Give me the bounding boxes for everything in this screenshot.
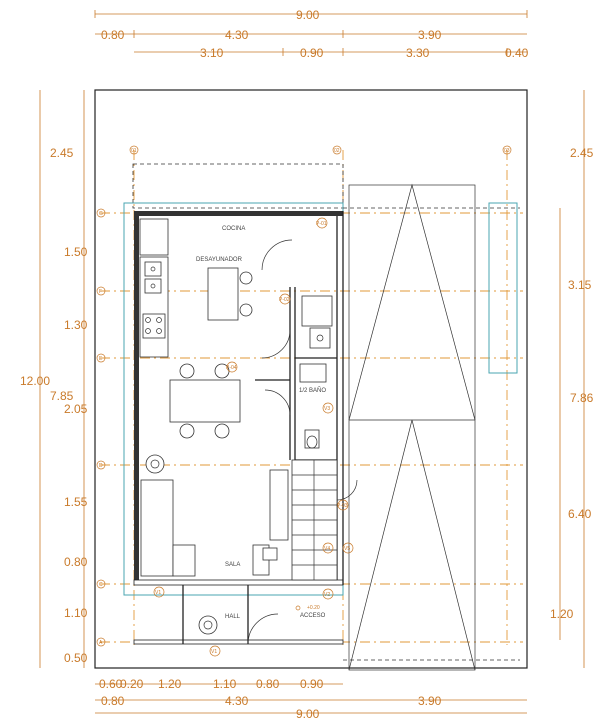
bottom-dim-080: 0.80: [256, 677, 280, 691]
left-dim-205: 2.05: [64, 402, 88, 416]
axis-e-label: E: [99, 356, 103, 362]
right-dim-315: 3.15: [568, 278, 592, 292]
axis-bubbles: G F E D C A 01 02 03: [96, 145, 512, 647]
left-dim-080: 0.80: [64, 555, 88, 569]
right-dim-786: 7.86: [570, 391, 594, 405]
left-dim-245: 2.45: [50, 146, 74, 160]
left-dim-050: 0.50: [64, 651, 88, 665]
left-dimensions: 2.45 12.00 7.85 1.50 1.30 2.05 1.55 0.80…: [20, 90, 88, 668]
left-dim-150: 1.50: [64, 245, 88, 259]
top-dim-b: 4.30: [225, 28, 249, 42]
bottom-dim-080b: 0.80: [101, 694, 125, 708]
room-label-hall: HALL: [225, 614, 241, 620]
axis-a-label: A: [99, 640, 103, 646]
staircase: [269, 459, 338, 581]
top-dim-d: 3.10: [200, 46, 224, 60]
window-tag-v4: V4: [324, 546, 330, 552]
right-dimensions: 2.45 7.86 3.15 6.40 1.20: [550, 90, 594, 668]
top-dim-a: 0.80: [101, 28, 125, 42]
room-label-breakfast: DESAYUNADOR: [196, 257, 243, 263]
bottom-dim-430: 4.30: [225, 694, 249, 708]
bottom-dim-060: 0.60: [99, 677, 123, 691]
bottom-dim-020: 0.20: [120, 677, 144, 691]
right-dim-120: 1.20: [550, 607, 574, 621]
top-dim-f: 3.30: [406, 46, 430, 60]
bottom-dim-090: 0.90: [300, 677, 324, 691]
axis-d-label: D: [99, 463, 103, 469]
kitchen: COCINA DESAYUNADOR: [139, 218, 333, 358]
door-swings: [247, 239, 358, 645]
top-dimensions: 9.00 0.80 4.30 3.90 3.10 0.90 3.30 0.40: [94, 8, 529, 60]
left-dim-1200: 12.00: [20, 374, 50, 388]
top-dim-c: 3.90: [418, 28, 442, 42]
bottom-dim-120: 1.20: [158, 677, 182, 691]
window-tag-v2: V2: [324, 592, 330, 598]
right-dim-640: 6.40: [568, 507, 592, 521]
door-tag-p03: P-03: [337, 503, 348, 509]
axis-01-label: 01: [131, 148, 137, 154]
axis-g-label: G: [99, 211, 103, 217]
left-dim-785: 7.85: [50, 389, 74, 403]
room-label-living: SALA: [225, 562, 240, 568]
half-bath: 1/2 BAÑO: [299, 363, 327, 449]
bottom-dimensions: 0.60 0.20 1.20 1.10 0.80 0.90 0.80 4.30 …: [95, 677, 527, 721]
left-dim-155: 1.55: [64, 495, 88, 509]
carport-area: [348, 183, 476, 671]
room-label-half-bath: 1/2 BAÑO: [299, 387, 326, 394]
axis-02-label: 02: [334, 148, 340, 154]
axis-f-label: F: [99, 289, 102, 295]
tag-bubbles: P-01 P-02 P-03 P-04 V1 V1 V2 V3 V4 V5: [153, 217, 354, 657]
door-tag-p01: P-01: [316, 221, 327, 227]
eave-outline-right: [488, 202, 518, 374]
dining-area: [145, 363, 241, 474]
left-dim-110: 1.10: [64, 606, 88, 620]
roof-projection: [132, 163, 344, 209]
top-dim-g: 0.40: [505, 46, 529, 60]
level-label: +0.20: [307, 605, 320, 611]
right-dim-245: 2.45: [570, 146, 594, 160]
top-total-dim: 9.00: [296, 8, 320, 22]
window-tag-v3: V3: [324, 406, 330, 412]
axis-03-label: 03: [504, 148, 510, 154]
window-tag-v1a: V1: [155, 590, 161, 596]
bottom-total-dim: 9.00: [296, 707, 320, 721]
living-area: SALA: [140, 479, 278, 577]
left-dim-130: 1.30: [64, 318, 88, 332]
hall-access: HALL ACCESO +0.20: [198, 605, 326, 635]
room-label-kitchen: COCINA: [222, 226, 245, 232]
door-tag-p04: P-04: [226, 365, 237, 371]
axis-c-label: C: [99, 582, 103, 588]
top-dim-e: 0.90: [300, 46, 324, 60]
door-tag-p02: P-02: [279, 297, 290, 303]
bottom-dim-390: 3.90: [418, 694, 442, 708]
bottom-dim-110: 1.10: [213, 677, 237, 691]
window-tag-v5: V5: [344, 546, 350, 552]
room-label-access: ACCESO: [300, 613, 326, 619]
window-tag-v1b: V1: [211, 649, 217, 655]
lot-boundary: [94, 89, 528, 669]
